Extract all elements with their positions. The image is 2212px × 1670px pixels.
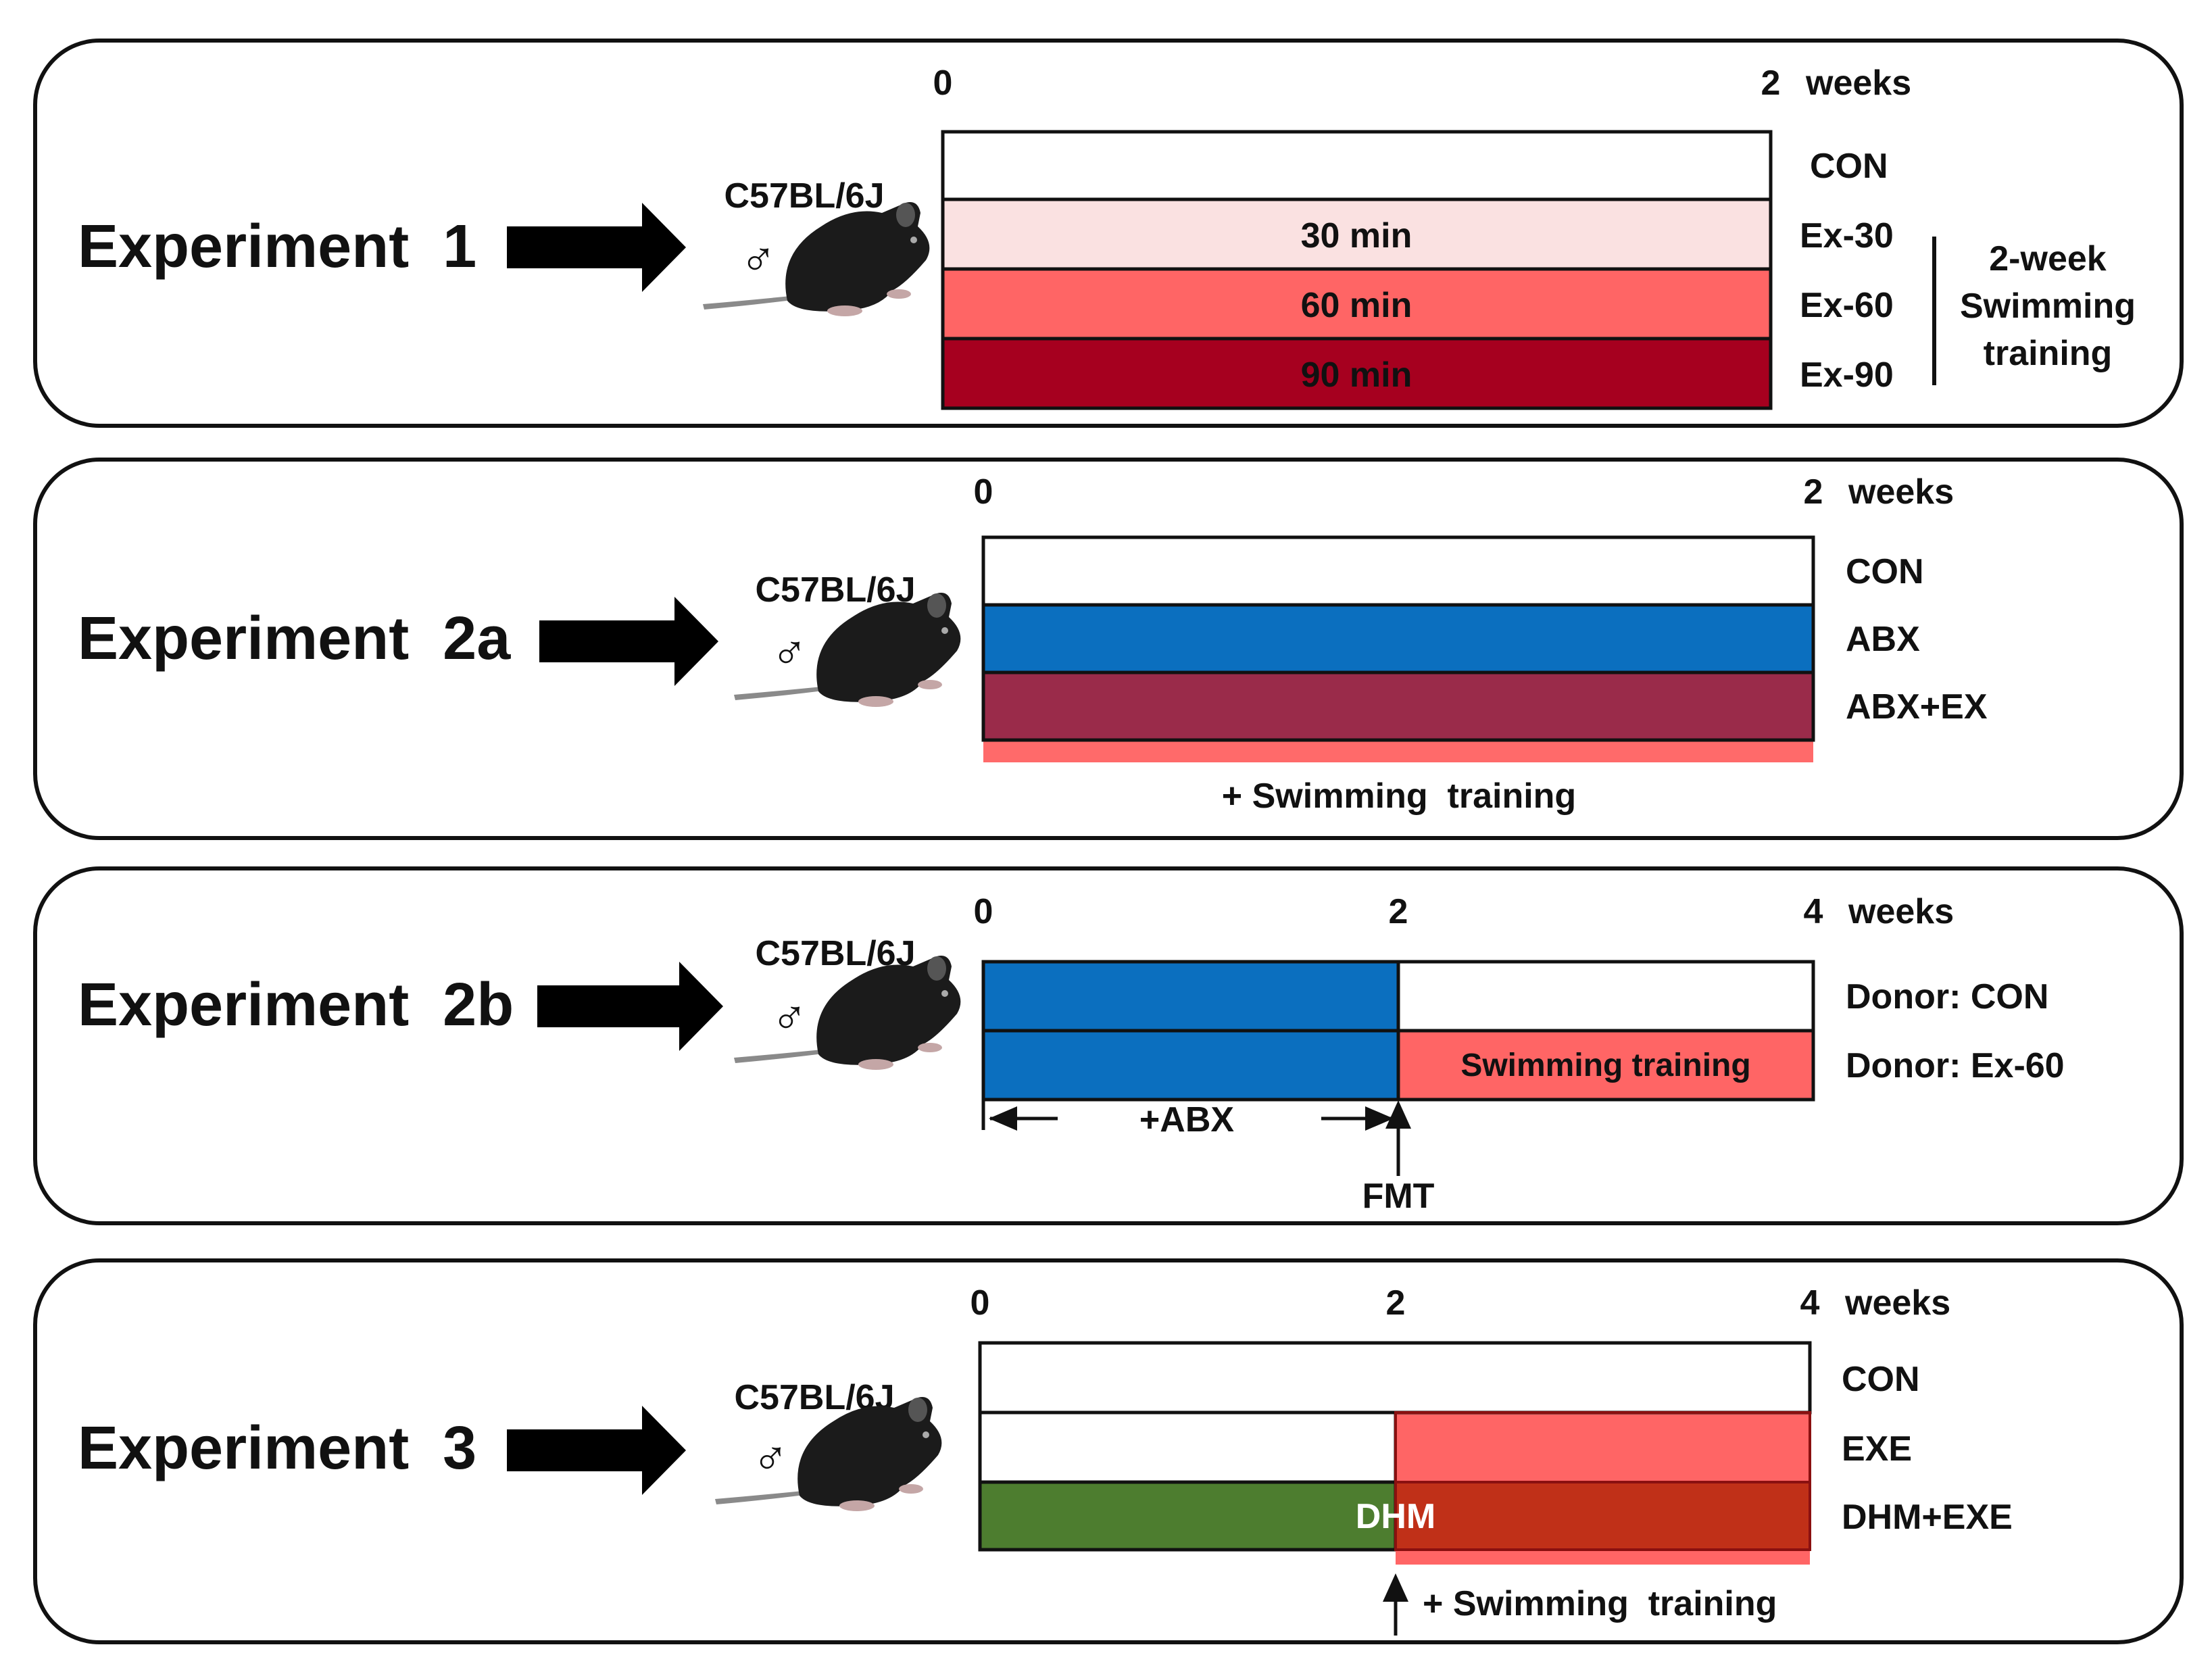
swimming-note: + Swimming training — [1222, 777, 1576, 816]
time-label-mid: 2 — [1389, 892, 1408, 931]
experiment-3-panel: Experiment 3 C57BL/6J ♂ 0 2 4 weeks DHM … — [33, 1258, 2184, 1644]
bar-exe-pre — [978, 1410, 1398, 1484]
bar-con — [978, 1341, 1812, 1415]
group-label-exe: EXE — [1842, 1429, 1912, 1469]
time-label-end: 4 — [1804, 892, 1823, 931]
side-note-line-2: Swimming — [1960, 287, 2136, 326]
bar-label-90min: 90 min — [1301, 355, 1412, 395]
experiment-title: Experiment 1 — [78, 213, 476, 280]
male-symbol-icon: ♂ — [771, 626, 808, 680]
experiment-title: Experiment 2b — [78, 971, 514, 1039]
group-label-donor-con: Donor: CON — [1846, 977, 2048, 1016]
bar-dhm-pre — [978, 1480, 1398, 1552]
time-unit-label: weeks — [1848, 892, 1954, 931]
bar-row1-abx — [981, 960, 1400, 1033]
time-unit-label: weeks — [1848, 472, 1954, 512]
arrow-icon — [539, 597, 718, 686]
experiment-title: Experiment 2a — [78, 605, 511, 672]
group-label-con: CON — [1842, 1360, 1920, 1399]
time-label-start: 0 — [974, 472, 993, 512]
group-label-abx: ABX — [1846, 620, 1920, 659]
group-label-donor-ex60: Donor: Ex-60 — [1846, 1046, 2065, 1085]
panel-border — [33, 866, 2184, 1225]
bar-row1-after — [1396, 960, 1815, 1033]
bar-label-30min: 30 min — [1301, 216, 1412, 255]
group-label-ex30: Ex-30 — [1800, 216, 1894, 255]
swim-start-arrow-icon — [1383, 1573, 1408, 1636]
mouse-icon — [703, 202, 930, 316]
time-label-start: 0 — [933, 64, 953, 103]
time-label-end: 2 — [1804, 472, 1823, 512]
bar-dhm-exe — [1396, 1482, 1810, 1550]
experiment-2a-panel: Experiment 2a C57BL/6J ♂ 0 2 weeks CON A… — [33, 458, 2184, 840]
time-label-mid: 2 — [1386, 1283, 1406, 1323]
swimming-note: + Swimming training — [1423, 1584, 1777, 1623]
fmt-label: FMT — [1362, 1177, 1435, 1216]
bar-con — [941, 130, 1773, 201]
male-symbol-icon: ♂ — [740, 232, 777, 287]
experiment-1-panel: Experiment 1 C57BL/6J ♂ 0 2 weeks 30 min… — [33, 39, 2184, 428]
experiment-title: Experiment 3 — [78, 1415, 476, 1482]
time-unit-label: weeks — [1844, 1283, 1950, 1323]
time-unit-label: weeks — [1805, 64, 1911, 103]
time-label-end: 4 — [1800, 1283, 1820, 1323]
experiment-2b-panel: Experiment 2b C57BL/6J ♂ 0 2 4 weeks Swi… — [33, 866, 2184, 1225]
bar-abx-ex — [981, 670, 1815, 742]
arrow-icon — [537, 962, 723, 1051]
male-symbol-icon: ♂ — [771, 991, 808, 1045]
arrow-icon — [507, 1406, 686, 1495]
group-label-ex60: Ex-60 — [1800, 286, 1894, 325]
bar-ex90 — [941, 337, 1773, 410]
bar-abx — [981, 603, 1815, 674]
abx-label: +ABX — [1139, 1100, 1234, 1139]
group-label-ex90: Ex-90 — [1800, 355, 1894, 395]
bar-label-60min: 60 min — [1301, 286, 1412, 325]
group-label-con: CON — [1810, 147, 1888, 186]
mouse-icon — [734, 593, 961, 707]
side-note-line-1: 2-week — [1989, 239, 2107, 278]
panel-border — [33, 1258, 2184, 1644]
male-symbol-icon: ♂ — [752, 1431, 789, 1485]
bar-row2-abx — [981, 1029, 1400, 1102]
bar-row2-swim — [1396, 1029, 1815, 1102]
fmt-arrow-icon — [1385, 1100, 1411, 1176]
time-label-end: 2 — [1761, 64, 1781, 103]
mouse-strain-label: C57BL/6J — [724, 176, 885, 216]
abx-span-arrows — [981, 1100, 1394, 1131]
time-label-start: 0 — [970, 1283, 990, 1323]
panel-border — [33, 39, 2184, 428]
group-label-con: CON — [1846, 552, 1924, 591]
dhm-label: DHM — [1356, 1497, 1435, 1536]
group-label-dhm-exe: DHM+EXE — [1842, 1498, 2013, 1537]
panel-border — [33, 458, 2184, 840]
arrow-icon — [507, 203, 686, 292]
side-note-line-3: training — [1984, 334, 2113, 373]
time-label-start: 0 — [974, 892, 993, 931]
bar-con — [981, 535, 1815, 607]
group-label-abx-ex: ABX+EX — [1846, 687, 1988, 727]
bar-label-swimming: Swimming training — [1460, 1048, 1750, 1083]
